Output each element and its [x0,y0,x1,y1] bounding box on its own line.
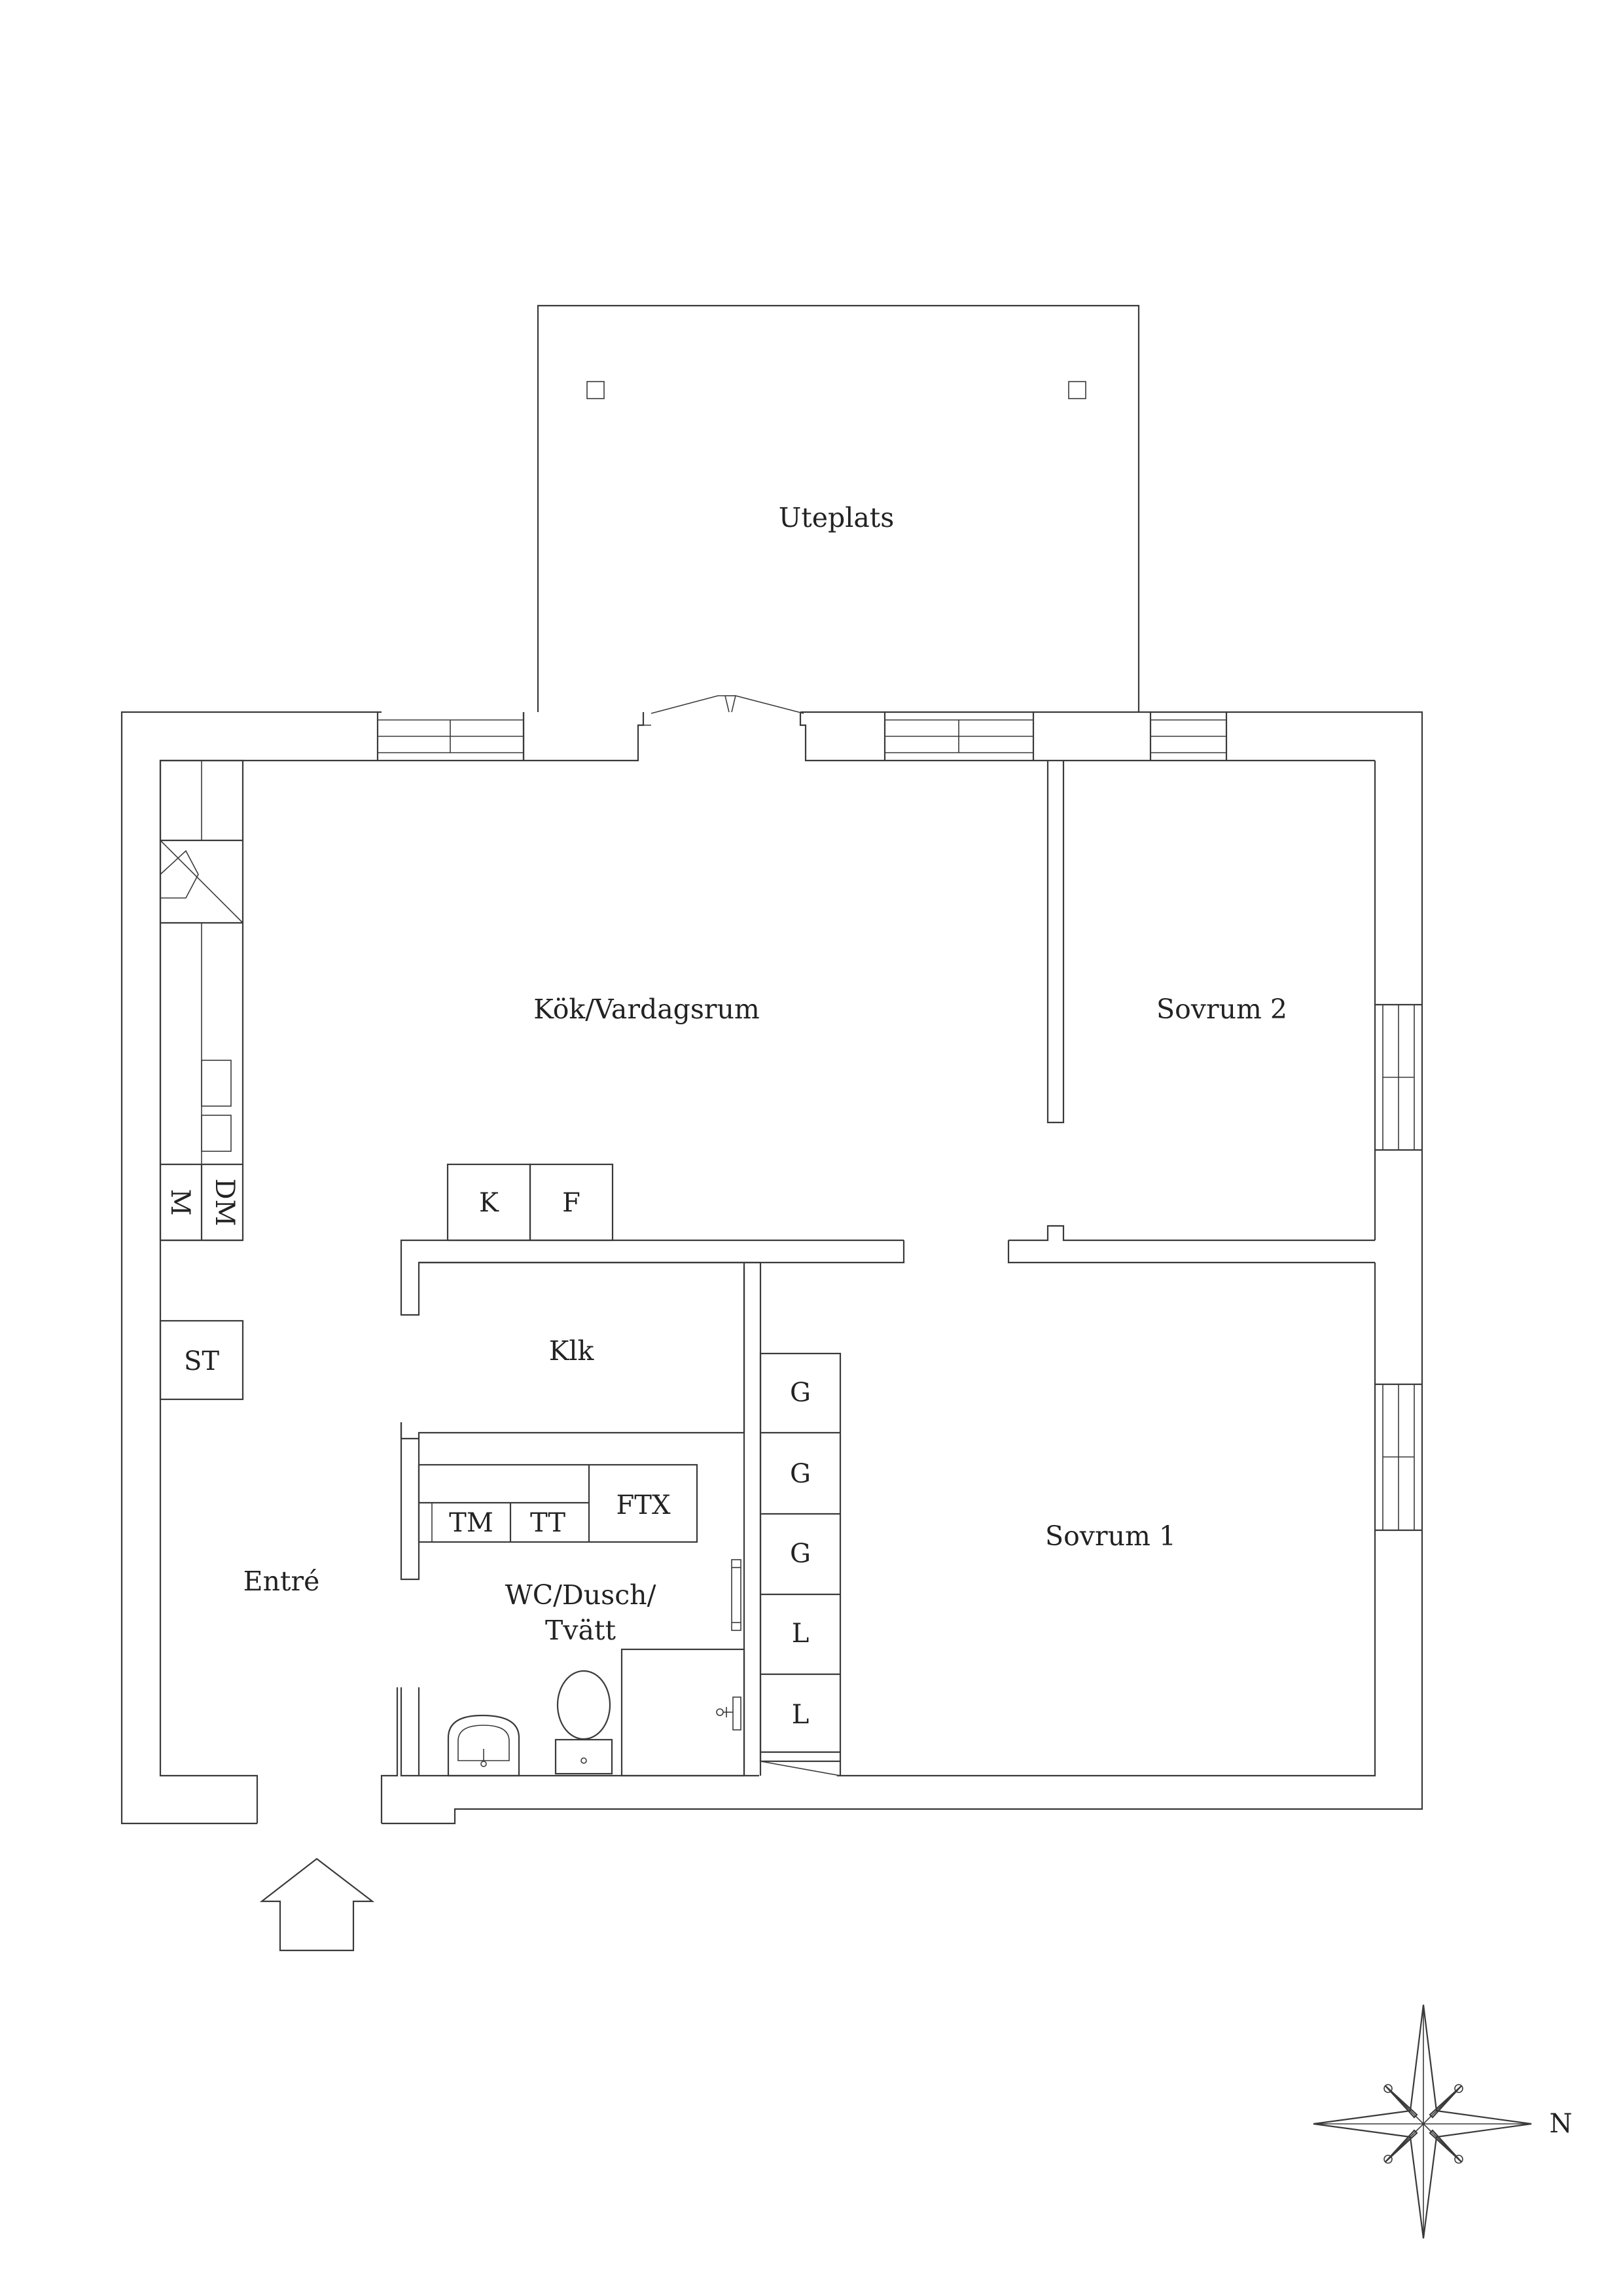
room-label-uteplats: Uteplats [779,502,895,533]
room-label-entre: Entré [243,1566,320,1597]
window-top-3 [1149,712,1228,761]
stove-zone [201,1060,232,1107]
label-st: ST [184,1346,219,1376]
shower-icon [620,1648,745,1777]
sink-icon [447,1714,520,1777]
wardrobe-label: G [790,1459,811,1489]
st-cabinet: ST [159,1319,244,1401]
compass-rose-icon [1313,2004,1532,2239]
room-label-wc-line2: Tvätt [545,1615,616,1646]
room-label-klk: Klk [549,1335,595,1367]
exterior-walls [120,711,1423,1825]
bathroom-fixtures [447,1559,745,1777]
room-label-kok-vardagsrum: Kök/Vardagsrum [533,994,760,1025]
window-top-2 [883,712,1035,761]
partition-kitchen-bedroom2 [1046,761,1065,1124]
sink-zone [201,1115,232,1152]
patio-door [643,695,804,726]
chimney-icon [160,840,243,924]
towel-radiator-icon [731,1559,741,1731]
wardrobe-label: G [790,1378,811,1408]
window-top-1 [376,712,525,761]
wardrobes: G G G L L [759,1352,842,1776]
room-label-wc-line1: WC/Dusch/ [505,1579,656,1611]
room-label-sovrum-1: Sovrum 1 [1045,1520,1176,1552]
room-label-sovrum-2: Sovrum 2 [1156,994,1287,1025]
label-tm: TM [449,1508,493,1538]
window-right-2 [1375,1383,1422,1532]
entrance-arrow-icon [259,1857,375,1952]
wardrobe-label: L [792,1619,810,1649]
patio-post [1068,381,1086,399]
label-dm: DM [209,1178,240,1226]
label-m: M [165,1189,195,1216]
compass-north-label: N [1550,2109,1573,2139]
patio: Uteplats [537,304,1140,712]
label-f: F [562,1188,580,1218]
label-ftx: FTX [616,1490,671,1520]
label-k: K [479,1188,499,1218]
kitchen-counter: M DM [159,759,244,1242]
room-labels: Kök/Vardagsrum Sovrum 2 Sovrum 1 Klk Ent… [243,994,1287,1646]
interior-walls [400,1225,1375,1777]
wardrobe-label: L [792,1700,810,1730]
toilet-icon [554,1670,613,1775]
patio-post [586,381,605,399]
fridge-freezer: K F [446,1163,614,1242]
label-tt: TT [530,1508,565,1538]
laundry-units: TM TT FTX [418,1463,698,1543]
wardrobe-label: G [790,1539,811,1569]
window-right-1 [1375,1003,1422,1151]
